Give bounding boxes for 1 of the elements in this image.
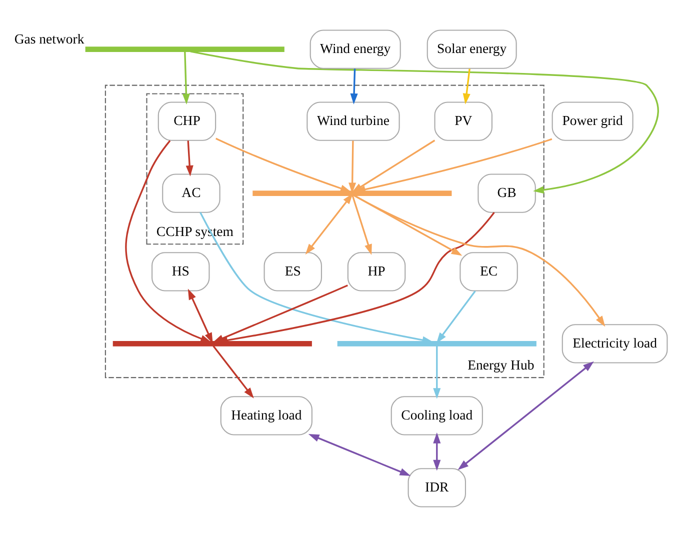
node-label: Gas network (14, 31, 84, 46)
